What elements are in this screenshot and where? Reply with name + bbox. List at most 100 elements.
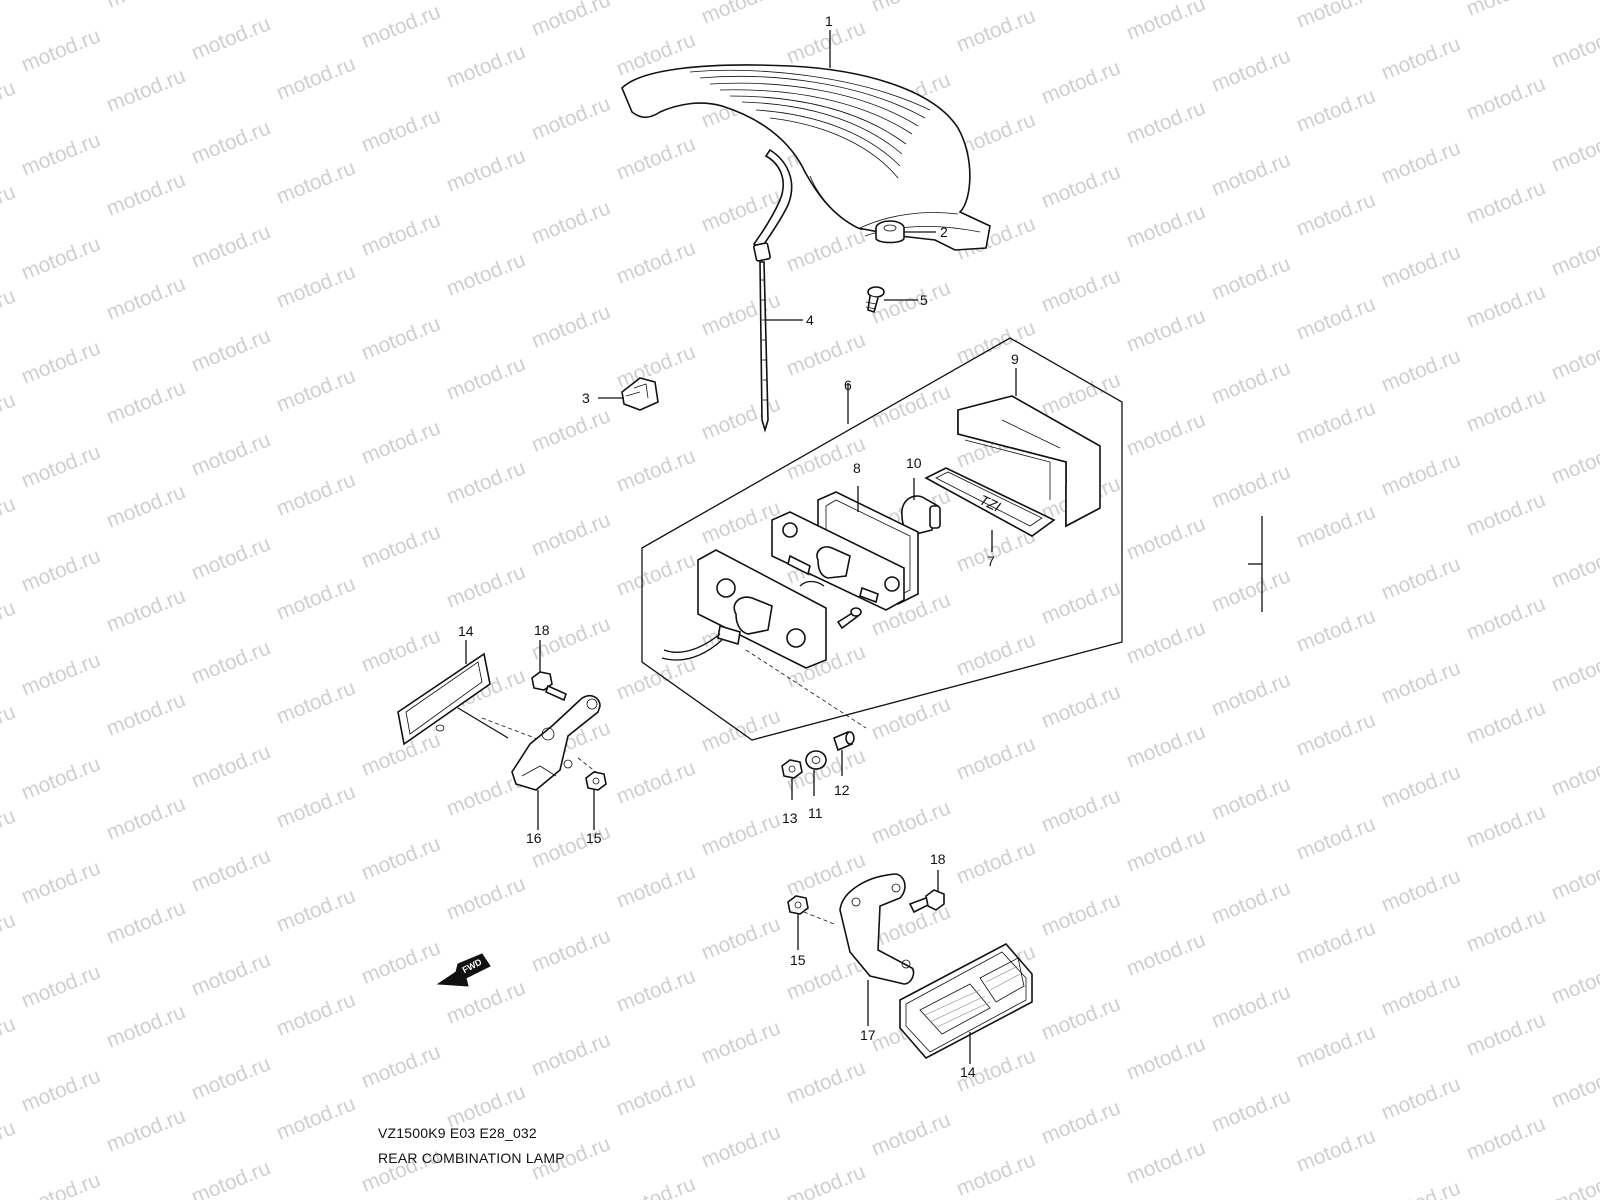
- fwd-arrow-icon: FWD: [436, 953, 491, 987]
- watermark-text: motod.ru: [613, 756, 698, 808]
- watermark-text: motod.ru: [1548, 644, 1600, 696]
- watermark-text: motod.ru: [188, 12, 273, 64]
- watermark-text: motod.ru: [698, 704, 783, 756]
- watermark-text: motod.ru: [1378, 136, 1463, 188]
- watermark-text: motod.ru: [443, 872, 528, 924]
- callout-label: 14: [458, 623, 474, 639]
- watermark-text: motod.ru: [698, 1120, 783, 1172]
- watermark-text: motod.ru: [1293, 188, 1378, 240]
- watermark-text: motod.ru: [1548, 124, 1600, 176]
- watermark-text: motod.ru: [0, 76, 19, 128]
- watermark-text: motod.ru: [953, 4, 1038, 56]
- callout-label: 14: [960, 1064, 976, 1080]
- watermark-text: motod.ru: [1548, 852, 1600, 904]
- watermark-text: motod.ru: [1463, 176, 1548, 228]
- watermark-text: motod.ru: [188, 1052, 273, 1104]
- watermark-text: motod.ru: [103, 0, 188, 13]
- callout-label: 15: [790, 952, 806, 968]
- washer-11: [805, 750, 827, 770]
- watermark-text: motod.ru: [1038, 680, 1123, 732]
- watermark-text: motod.ru: [1208, 564, 1293, 616]
- cable-tie: [753, 242, 771, 433]
- watermark-text: motod.ru: [1293, 916, 1378, 968]
- watermark-text: motod.ru: [0, 596, 19, 648]
- watermark-text: motod.ru: [103, 1000, 188, 1052]
- watermark-text: motod.ru: [358, 624, 443, 676]
- watermark-text: motod.ru: [1463, 280, 1548, 332]
- watermark-text: motod.ru: [188, 844, 273, 896]
- watermark-text: motod.ru: [613, 1172, 698, 1200]
- watermark-text: motod.ru: [18, 336, 103, 388]
- watermark-text: motod.ru: [698, 0, 783, 29]
- socket-plate-rear: [771, 511, 905, 611]
- watermark-text: motod.ru: [528, 404, 613, 456]
- watermark-text: motod.ru: [698, 808, 783, 860]
- edge-marker: [1248, 516, 1263, 612]
- watermark-text: motod.ru: [953, 628, 1038, 680]
- watermark-text: motod.ru: [188, 1156, 273, 1200]
- watermark-text: motod.ru: [1378, 344, 1463, 396]
- watermark-text: motod.ru: [953, 732, 1038, 784]
- watermark-text: motod.ru: [103, 376, 188, 428]
- watermark-text: motod.ru: [188, 740, 273, 792]
- watermark-text: motod.ru: [868, 692, 953, 744]
- watermark-text: motod.ru: [1208, 772, 1293, 824]
- watermark-text: motod.ru: [1293, 500, 1378, 552]
- watermark-text: motod.ru: [0, 180, 19, 232]
- watermark-text: motod.ru: [0, 492, 19, 544]
- watermark-text: motod.ru: [18, 128, 103, 180]
- watermark-text: motod.ru: [273, 364, 358, 416]
- watermark-text: motod.ru: [1463, 72, 1548, 124]
- bracket-16: [511, 694, 601, 791]
- diagram-title: REAR COMBINATION LAMP: [378, 1150, 565, 1166]
- watermark-text: motod.ru: [1463, 904, 1548, 956]
- watermark-text: motod.ru: [1378, 1176, 1463, 1200]
- watermark-text: motod.ru: [1463, 696, 1548, 748]
- watermark-text: motod.ru: [0, 0, 19, 25]
- clamp: [621, 377, 659, 411]
- watermark-text: motod.ru: [1293, 84, 1378, 136]
- watermark-text: motod.ru: [1378, 864, 1463, 916]
- watermark-text: motod.ru: [1123, 720, 1208, 772]
- watermark-text: motod.ru: [103, 480, 188, 532]
- watermark-text: motod.ru: [0, 1012, 19, 1064]
- watermark-text: motod.ru: [1208, 44, 1293, 96]
- watermark-text: motod.ru: [953, 316, 1038, 368]
- watermark-text: motod.ru: [528, 924, 613, 976]
- watermark-text: motod.ru: [273, 468, 358, 520]
- watermark-text: motod.ru: [613, 444, 698, 496]
- watermark-text: motod.ru: [1208, 148, 1293, 200]
- watermark-text: motod.ru: [1038, 264, 1123, 316]
- watermark-text: motod.ru: [528, 92, 613, 144]
- callout-label: 2: [940, 224, 948, 240]
- watermark-text: motod.ru: [1038, 784, 1123, 836]
- watermark-text: motod.ru: [1038, 888, 1123, 940]
- watermark-text: motod.ru: [613, 1068, 698, 1120]
- callout-labels: 1 2 3 4 5 6 7 8 9 10 11 12 13 14 15 16 1…: [458, 13, 1019, 1080]
- watermark-text: motod.ru: [1293, 292, 1378, 344]
- watermark-text: motod.ru: [18, 856, 103, 908]
- watermark-text: motod.ru: [18, 232, 103, 284]
- watermark-text: motod.ru: [358, 208, 443, 260]
- watermark-text: motod.ru: [1208, 876, 1293, 928]
- watermark-text: motod.ru: [783, 224, 868, 276]
- watermark-text: motod.ru: [273, 780, 358, 832]
- watermark-text: motod.ru: [1378, 240, 1463, 292]
- watermark-text: motod.ru: [783, 1056, 868, 1108]
- watermark-text: motod.ru: [1293, 396, 1378, 448]
- watermark-text: motod.ru: [358, 520, 443, 572]
- watermark-text: motod.ru: [1463, 592, 1548, 644]
- callout-label: 7: [987, 553, 995, 569]
- callout-label: 13: [782, 810, 798, 826]
- socket-plate-front: [661, 549, 827, 669]
- watermark-text: motod.ru: [273, 156, 358, 208]
- watermark-text: motod.ru: [358, 728, 443, 780]
- nut-15-left: [585, 771, 607, 791]
- watermark-text: motod.ru: [358, 416, 443, 468]
- watermark-text: motod.ru: [1548, 332, 1600, 384]
- watermark-text: motod.ru: [953, 1148, 1038, 1200]
- watermark-text: motod.ru: [613, 548, 698, 600]
- watermark-text: motod.ru: [443, 456, 528, 508]
- watermark-text: motod.ru: [528, 0, 613, 41]
